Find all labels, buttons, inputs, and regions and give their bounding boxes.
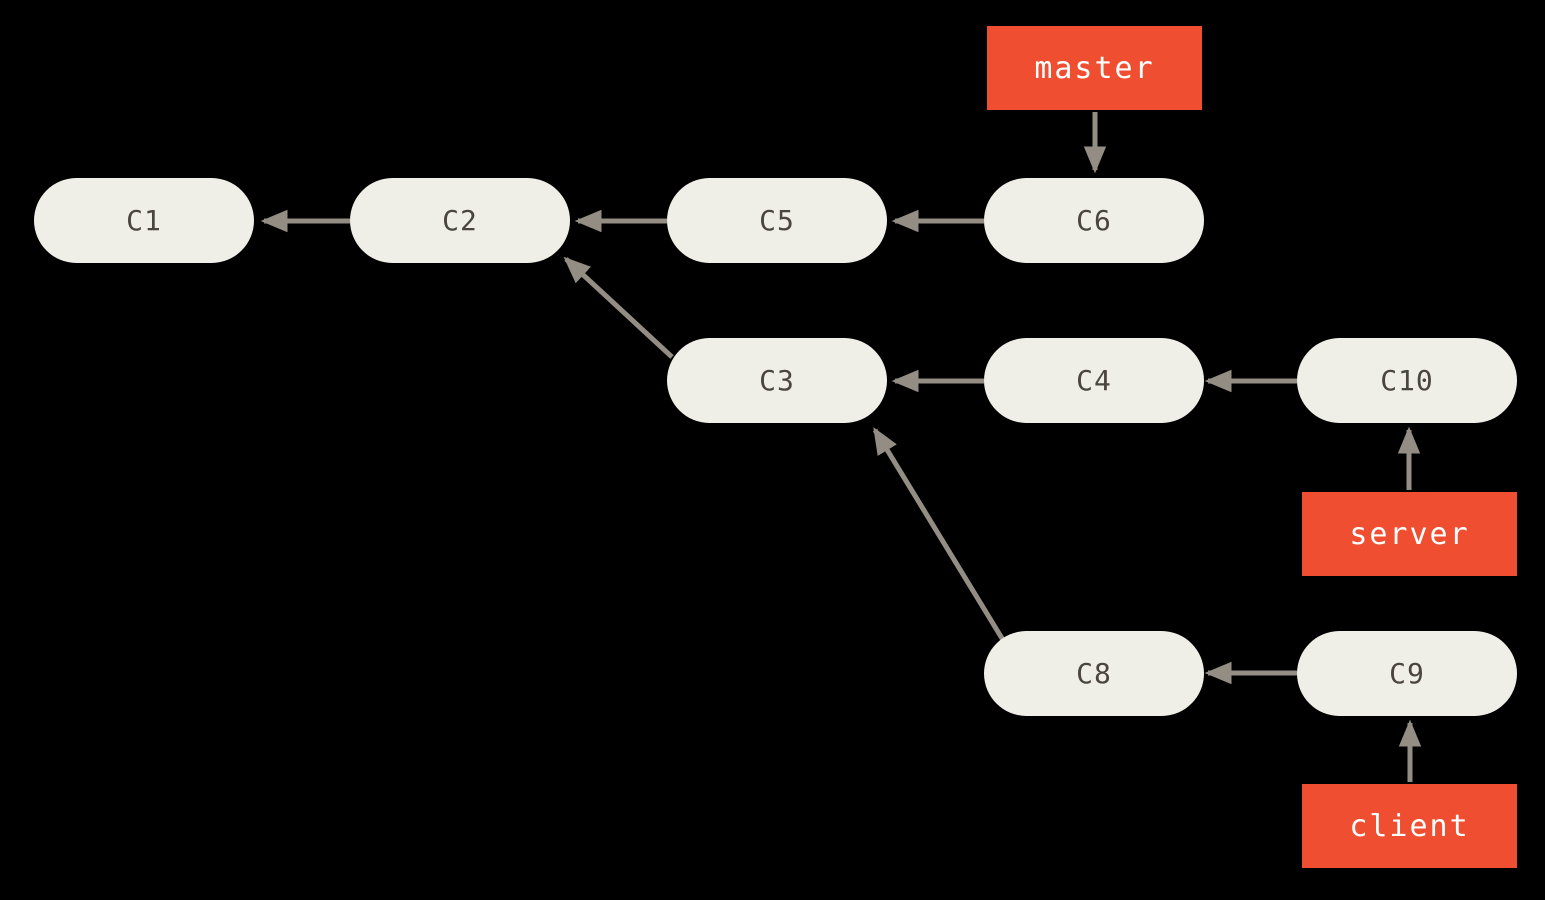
edge-arrow-c8-c3 <box>872 427 1006 642</box>
branch-label-master: master <box>987 26 1202 110</box>
commit-label-c8: C8 <box>1076 657 1112 690</box>
commit-label-c9: C9 <box>1389 657 1425 690</box>
edge-arrow-c3-c2 <box>563 256 674 359</box>
commit-label-c10: C10 <box>1380 364 1434 397</box>
commit-label-c2: C2 <box>442 204 478 237</box>
commit-node-c6: C6 <box>984 178 1204 263</box>
commit-node-c8: C8 <box>984 631 1204 716</box>
commit-label-c3: C3 <box>759 364 795 397</box>
commit-node-c1: C1 <box>34 178 254 263</box>
branch-label-client-text: client <box>1349 808 1470 844</box>
commit-node-c4: C4 <box>984 338 1204 423</box>
commit-node-c3: C3 <box>667 338 887 423</box>
commit-node-c10: C10 <box>1297 338 1517 423</box>
branch-label-server: server <box>1302 492 1517 576</box>
branch-label-client: client <box>1302 784 1517 868</box>
commit-node-c2: C2 <box>350 178 570 263</box>
commit-label-c5: C5 <box>759 204 795 237</box>
commit-node-c9: C9 <box>1297 631 1517 716</box>
commit-label-c4: C4 <box>1076 364 1112 397</box>
branch-label-master-text: master <box>1034 50 1155 86</box>
branch-label-server-text: server <box>1349 516 1470 552</box>
commit-label-c1: C1 <box>126 204 162 237</box>
commit-node-c5: C5 <box>667 178 887 263</box>
commit-label-c6: C6 <box>1076 204 1112 237</box>
